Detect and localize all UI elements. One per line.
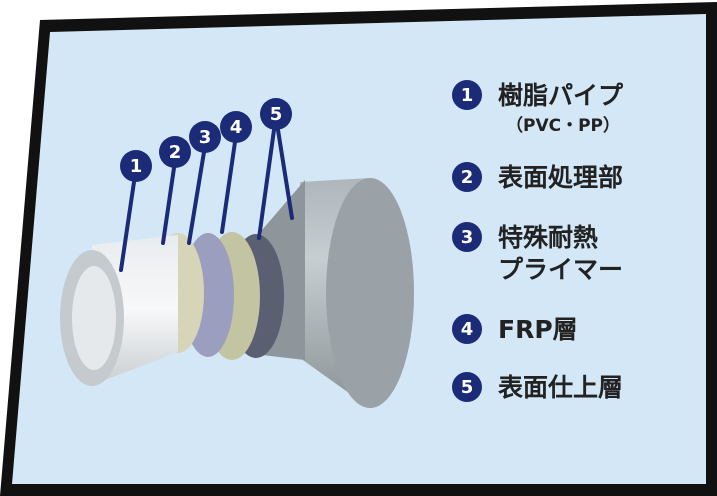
legend-label-2: 表面処理部 [498, 163, 624, 192]
marker-1: 1 [130, 156, 143, 177]
callout-line-5b [276, 128, 294, 220]
marker-1-circle [120, 150, 152, 182]
legend-item-5: 5 表面仕上層 [452, 372, 623, 404]
legend-item-3: 3 特殊耐熱 プライマー [452, 222, 623, 286]
callout-line-5a [257, 128, 276, 240]
marker-3-circle [189, 121, 221, 153]
marker-5-circle [260, 98, 292, 130]
legend-item-4: 4 FRP層 [452, 314, 578, 346]
legend-number-5: 5 [452, 372, 482, 402]
legend-number-4: 4 [452, 314, 482, 344]
legend-number-2: 2 [452, 162, 482, 192]
marker-4: 4 [230, 117, 243, 138]
legend-label-3: 特殊耐熱 プライマー [498, 223, 624, 284]
legend-number-3: 3 [452, 222, 482, 252]
resin-pipe-bore [72, 266, 116, 370]
legend-number-1: 1 [452, 80, 482, 110]
callout-line-2 [161, 166, 176, 245]
callout-line-4 [220, 140, 237, 234]
legend-sub-1: （PVC・PP） [506, 116, 621, 136]
outer-end-cap [326, 178, 414, 408]
legend-item-2: 2 表面処理部 [452, 162, 623, 194]
legend-label-4: FRP層 [498, 315, 578, 344]
marker-4-circle [220, 111, 252, 143]
callout-line-3 [187, 150, 206, 245]
callout-line-1 [119, 180, 136, 272]
legend-label-5: 表面仕上層 [498, 373, 624, 402]
marker-2: 2 [169, 142, 182, 163]
legend-item-1: 1 樹脂パイプ （PVC・PP） [452, 80, 623, 136]
marker-3: 3 [199, 127, 212, 148]
marker-2-circle [159, 136, 191, 168]
marker-5: 5 [270, 104, 283, 125]
legend-label-1: 樹脂パイプ [498, 81, 624, 110]
